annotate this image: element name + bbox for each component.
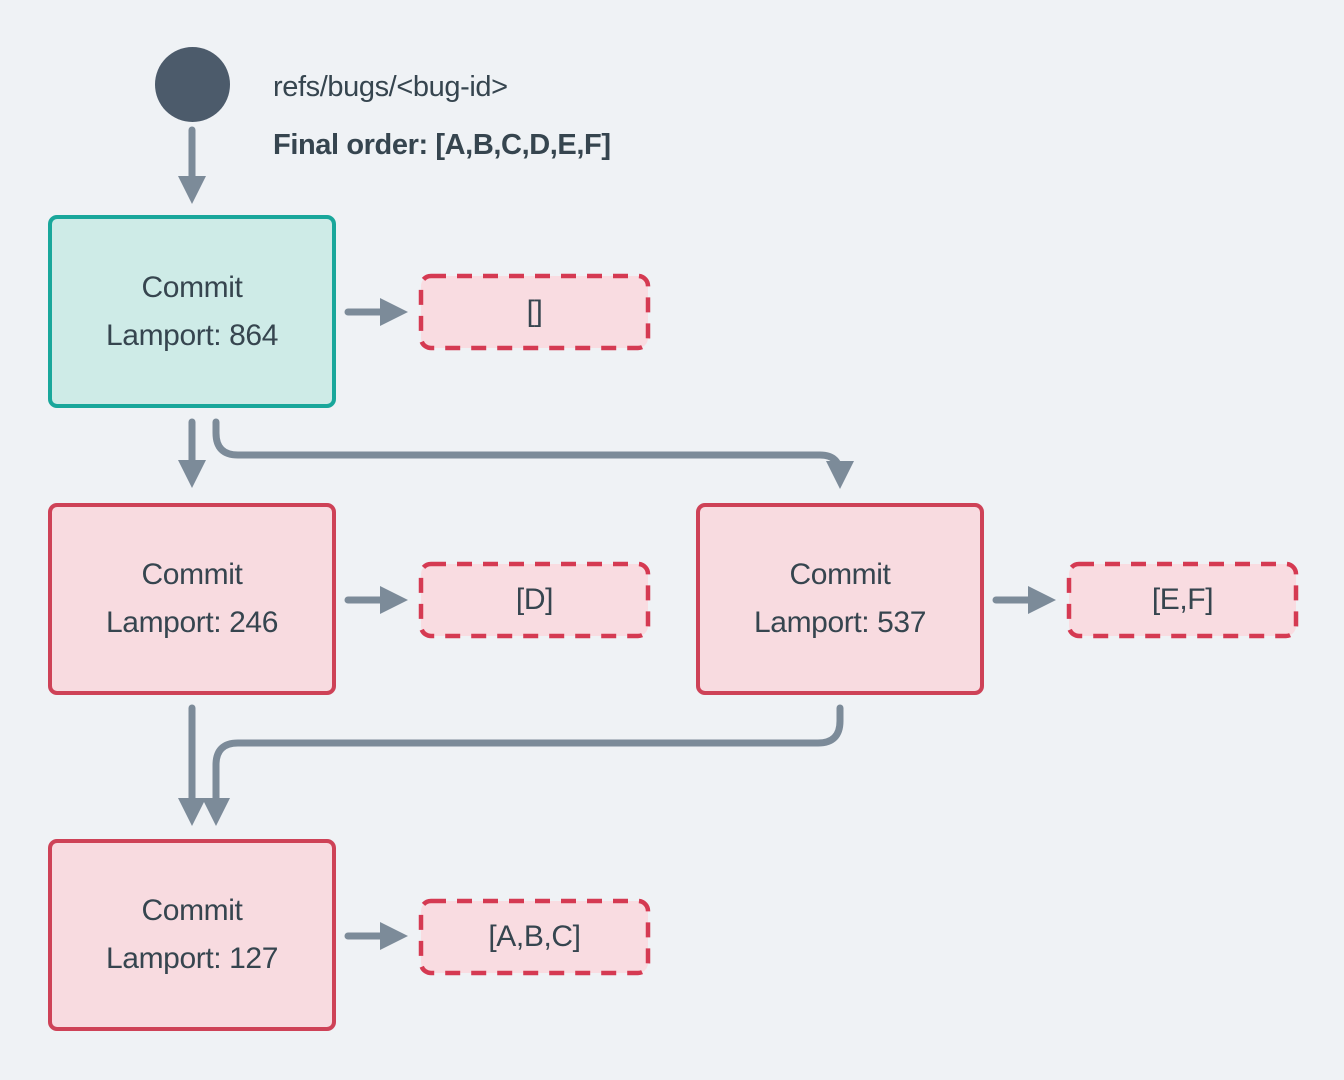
commit-title: Commit: [141, 894, 243, 927]
operations-box-outline-abc: [418, 898, 651, 976]
operations-box-outline-d: [418, 561, 651, 639]
operations-box-outline-empty: [418, 273, 651, 351]
edge-537-to-127: [202, 704, 844, 826]
edge-864-to-537: [212, 418, 854, 489]
lamport-label: Lamport: 127: [106, 942, 278, 975]
ref-name-label: refs/bugs/<bug-id>: [273, 71, 508, 103]
operations-list-246: [D]: [515, 583, 554, 616]
operations-list-537: [E,F]: [1151, 583, 1214, 616]
operations-list-127: [A,B,C]: [488, 920, 581, 953]
commit-title: Commit: [141, 270, 243, 304]
commit-node-127: Commit Lamport: 127: [48, 839, 336, 1031]
commit-node-246: Commit Lamport: 246: [48, 503, 336, 695]
commit-title: Commit: [789, 558, 891, 591]
final-order-label: Final order: [A,B,C,D,E,F]: [273, 129, 611, 161]
operations-list-864: []: [526, 295, 543, 328]
commit-node-864: Commit Lamport: 864: [48, 215, 336, 408]
operations-box-outline-ef: [1066, 561, 1299, 639]
lamport-label: Lamport: 864: [106, 318, 278, 352]
ref-node-icon: [155, 47, 230, 122]
commit-title: Commit: [141, 558, 243, 591]
lamport-label: Lamport: 246: [106, 606, 278, 639]
lamport-label: Lamport: 537: [754, 606, 926, 639]
commit-node-537: Commit Lamport: 537: [696, 503, 984, 695]
